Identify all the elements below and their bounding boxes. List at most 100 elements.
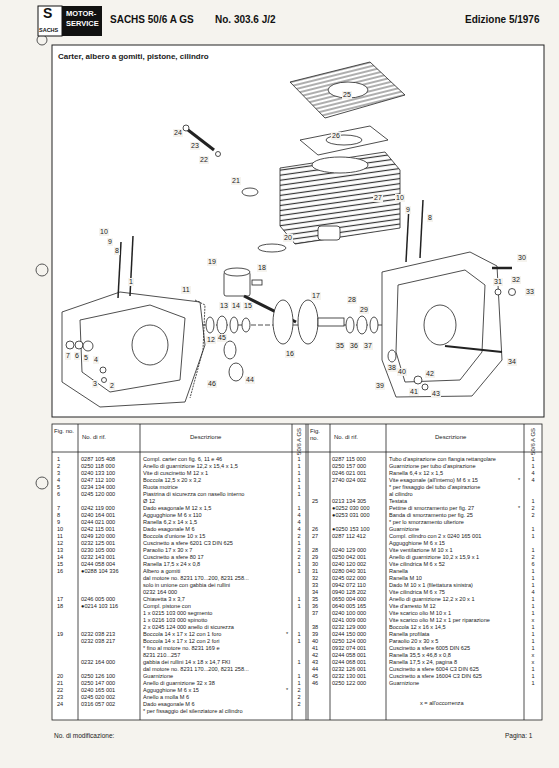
logo-box xyxy=(38,6,62,36)
table-cell: 26 xyxy=(312,526,318,533)
table-cell: 44 xyxy=(312,666,318,673)
table-cell: 0246 005 000 xyxy=(81,596,115,603)
table-cell: 1 x 0215 103 000 segmento xyxy=(143,610,212,617)
table-cell: 0234 134 000 xyxy=(81,484,115,491)
table-cell: Albero a gomiti xyxy=(143,568,180,575)
table-cell: 1 xyxy=(531,582,534,589)
table-cell: 0240 165 001 xyxy=(81,687,115,694)
table-cell: 11 xyxy=(57,533,63,540)
table-cell: Ranella 6,4 x 12 x 1,5 xyxy=(389,470,443,477)
table-cell: ●0253 031 000 xyxy=(332,512,370,519)
table-cell: 0232 164 000 xyxy=(143,589,177,596)
table-cell: 34 xyxy=(312,589,318,596)
table-cell: 2 xyxy=(297,554,300,561)
table-cell: Vite cilindrica M 6 x 75 xyxy=(389,589,445,596)
table-cell: 0240 133 100 xyxy=(81,470,115,477)
table-cell: 0232 038 217 xyxy=(81,638,115,645)
table-cell: 0250 118 000 xyxy=(81,463,115,470)
table-cell: Guarnizione per tubo d'aspirazione xyxy=(389,463,476,470)
table-cell: 1 xyxy=(297,491,300,498)
table-cell: 39 xyxy=(312,631,318,638)
table-header: Fig. no. xyxy=(54,428,76,435)
table-cell: 1 xyxy=(531,631,534,638)
table-cell: * fino al motore no. 8231 169 e xyxy=(143,645,220,652)
table-cell: 37 xyxy=(312,610,318,617)
table-cell: Vite esagonale (all'interno) M 6 x 15 xyxy=(389,477,478,484)
drawing-frame xyxy=(52,45,544,417)
callout-number: 3 xyxy=(92,380,98,388)
table-cell: 20 xyxy=(57,673,63,680)
table-cell: 0244 058 004 xyxy=(81,561,115,568)
table-cell: Anello di guarnizione 32 x 38 xyxy=(143,680,215,687)
table-cell: 24 xyxy=(57,701,63,708)
callout-number: 7 xyxy=(65,352,71,360)
table-cell: 1 xyxy=(531,547,534,554)
table-cell: 1 xyxy=(297,659,300,666)
table-cell: Dado M 10 x 1 (filettatura sinistra) xyxy=(389,582,473,589)
table-cell: 4 xyxy=(297,526,300,533)
footer-text: Pagina: 1 xyxy=(505,732,532,739)
table-cell: * per fissaggio del silenziatore al cili… xyxy=(143,708,243,715)
callout-number: 45 xyxy=(217,334,227,342)
callout-number: 39 xyxy=(375,382,385,390)
table-cell: 1 xyxy=(297,680,300,687)
table-cell: Aggugghione M 6 x 15 xyxy=(143,687,199,694)
table-cell: * xyxy=(518,477,520,484)
table-cell: Ø 12 xyxy=(143,498,155,505)
table-header: No. di rif. xyxy=(82,434,106,441)
table-cell: 0232 130 001 xyxy=(332,673,366,680)
table-cell: * xyxy=(286,631,288,638)
table-cell: dal motore no. 8231 170...200, 8231 258.… xyxy=(143,666,249,673)
table-cell: Ranella M 10 xyxy=(389,575,422,582)
table-cell: 6 xyxy=(531,561,534,568)
header-text: S xyxy=(43,5,52,21)
table-cell: 4 xyxy=(57,477,60,484)
callout-number: 11 xyxy=(181,286,190,294)
logo-box xyxy=(62,6,102,36)
binder-hole xyxy=(36,477,48,489)
table-cell: Guarnizione xyxy=(389,680,419,687)
table-cell: Vite ventilazione M 10 x 1 xyxy=(389,547,453,554)
table-cell: Guarnizione xyxy=(389,526,419,533)
header-text: Edizione 5/1976 xyxy=(465,14,539,26)
table-cell: Paraolio 20 x 30 x 5 xyxy=(389,638,438,645)
table-cell: 2 xyxy=(531,512,534,519)
callout-number: 42 xyxy=(425,370,435,378)
callout-number: 41 xyxy=(409,388,419,396)
table-cell: 8 xyxy=(57,512,60,519)
callout-number: 31 xyxy=(493,278,503,286)
callout-number: 26 xyxy=(331,132,341,140)
callout-number: 21 xyxy=(231,177,241,185)
callout-number: 25 xyxy=(342,91,352,99)
table-cell: 2 xyxy=(531,505,534,512)
table-cell: 0245 020 002 xyxy=(81,694,115,701)
table-cell: x xyxy=(532,659,535,666)
exploded-view xyxy=(62,62,516,407)
table-cell: 22 xyxy=(57,687,63,694)
table-cell: Ranella 17,5 x 24 x 0,8 xyxy=(143,561,200,568)
table-cell: 0287 105 408 xyxy=(81,456,115,463)
table-cell: 16 xyxy=(57,568,63,575)
table-cell: 0241 009 000 xyxy=(332,617,366,624)
table-header: No. di rif. xyxy=(334,434,358,441)
table-cell: Compl. cilindro con 2 x 0240 165 001 xyxy=(389,533,481,540)
table-cell: 1 xyxy=(531,463,534,470)
table-cell: Cuscinetto a sfere 6004 C3 DIN 625 xyxy=(389,666,479,673)
callout-number: 37 xyxy=(363,342,373,350)
callout-number: 34 xyxy=(507,358,517,366)
table-cell: 5 xyxy=(57,484,60,491)
header-text: SACHS xyxy=(39,27,58,33)
table-cell: 32 xyxy=(312,575,318,582)
table-cell: 43 xyxy=(312,659,318,666)
table-cell: 4 xyxy=(297,519,300,526)
table-cell: 25 xyxy=(312,498,318,505)
table-cell: 1 xyxy=(297,456,300,463)
table-cell: 18 xyxy=(57,603,63,610)
table-cell: 4 xyxy=(531,589,534,596)
callout-number: 24 xyxy=(173,129,183,137)
callout-number: 46 xyxy=(207,380,217,388)
callout-number: 8 xyxy=(427,214,433,222)
table-cell: 0280 040 301 xyxy=(332,568,366,575)
table-cell: 0249 120 000 xyxy=(81,533,115,540)
